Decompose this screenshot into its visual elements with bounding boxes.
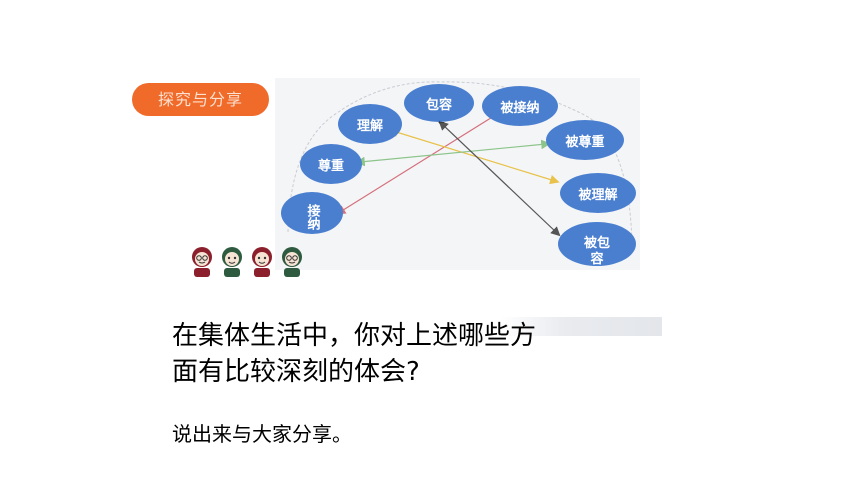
question-line-2: 面有比较深刻的体会? [172, 357, 420, 387]
bubble-baorong: 包容 [404, 84, 474, 122]
bubble-label: 被接纳 [500, 100, 540, 116]
bubble-label: 尊重 [317, 158, 344, 174]
bubble-beizunzhong: 被尊重 [546, 120, 624, 160]
share-prompt: 说出来与大家分享。 [172, 422, 352, 446]
bubble-lijie: 理解 [338, 104, 402, 144]
kid-green-icon [222, 247, 242, 277]
question-text: 在集体生活中，你对上述哪些方 面有比较深刻的体会? [172, 318, 662, 390]
section-tag: 探究与分享 [132, 83, 269, 116]
kids-illustration [192, 247, 302, 277]
bubble-beijiena: 被接纳 [482, 86, 558, 126]
bubble-jiena: 接纳 [281, 192, 343, 234]
section-tag-label: 探究与分享 [157, 90, 243, 109]
bubble-label: 被理解 [578, 187, 618, 203]
question-line-1: 在集体生活中，你对上述哪些方 [172, 321, 537, 351]
bubble-label: 被尊重 [565, 134, 605, 150]
arrow-respect [355, 139, 551, 167]
bubble-label: 包容 [425, 97, 452, 113]
bubble-beilijie: 被理解 [560, 173, 636, 213]
small-mark: ← [438, 118, 445, 127]
kid-green-glasses-icon [282, 247, 302, 277]
kid-red-glasses-icon [192, 247, 212, 277]
bubble-label: 理解 [356, 118, 383, 134]
kid-red-icon [252, 247, 272, 277]
bubble-label: 被包容 [583, 236, 610, 266]
bubble-beibaorong: 被包容 [558, 222, 636, 266]
decorative-shadow-bar [500, 317, 662, 336]
bubble-zunzhong: 尊重 [300, 144, 362, 184]
arrow-tolerate [438, 120, 561, 237]
bubble-label: 接纳 [304, 204, 320, 230]
